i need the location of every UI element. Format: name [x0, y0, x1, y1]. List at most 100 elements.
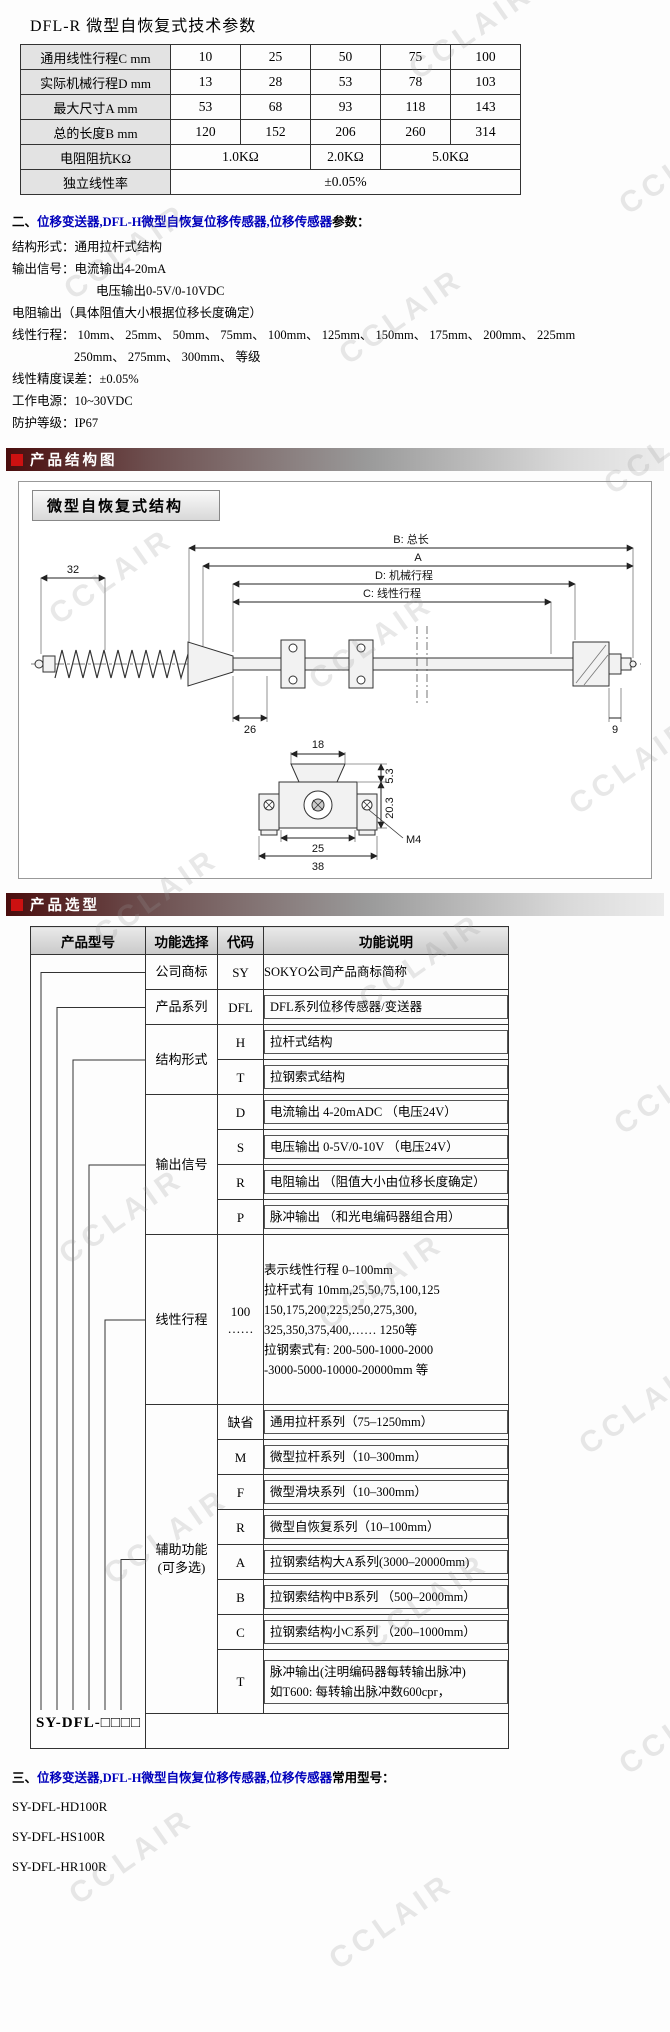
spec-value-cell: 75: [380, 44, 451, 70]
description-cell: DFL系列位移传感器/变送器: [263, 989, 509, 1025]
spec-value-cell: ±0.05%: [170, 169, 521, 195]
section3-heading: 三、位移变送器,DFL-H微型自恢复位移传感器,位移传感器常用型号：: [12, 1767, 670, 1786]
code-cell: T: [217, 1649, 264, 1714]
dim-linear-stroke-label: C: 线性行程: [363, 586, 421, 600]
section3-suffix: 常用型号：: [332, 1771, 395, 1785]
spec-text-line: 输出信号：电流输出4-20mA: [12, 262, 167, 276]
spec-text-line: 工作电源：10~30VDC: [12, 394, 133, 408]
description-cell: 拉钢索结构小C系列 （200–1000mm）: [263, 1614, 509, 1650]
description-cell: 电流输出 4-20mADC （电压24V）: [263, 1094, 509, 1130]
function-cell: 输出信号: [145, 1094, 218, 1235]
dim-32-label: 32: [67, 564, 79, 576]
page-title: DFL-R 微型自恢复式技术参数: [30, 18, 257, 35]
left-mount-bracket: [258, 793, 280, 831]
spec-value-cell: 53: [310, 69, 381, 95]
spec-value-cell: 28: [240, 69, 311, 95]
model-number: SY-DFL-HD100R: [12, 1799, 108, 1814]
structure-section-banner: 产品结构图: [6, 448, 664, 471]
spec-row-label: 独立线性率: [20, 169, 171, 195]
spec-value-cell: 25: [240, 44, 311, 70]
description-cell: 通用拉杆系列（75–1250mm）: [263, 1404, 509, 1440]
description-cell: 脉冲输出 （和光电编码器组合用）: [263, 1199, 509, 1235]
spec-value-cell: 314: [450, 119, 521, 145]
dim-a-label: A: [414, 552, 422, 564]
function-cell: 结构形式: [145, 1024, 218, 1095]
spec-row-label: 总的长度B mm: [20, 119, 171, 145]
description-cell: 电阻输出 （阻值大小由位移长度确定）: [263, 1164, 509, 1200]
dim-total-length-label: B: 总长: [393, 532, 428, 546]
section2-lines: 结构形式：通用拉杆式结构输出信号：电流输出4-20mA 电压输出0-5V/0-10…: [12, 236, 670, 434]
selection-table-header-row: 产品型号 功能选择 代码 功能说明: [30, 926, 509, 955]
spec-row-label: 最大尺寸A mm: [20, 94, 171, 120]
code-cell: S: [217, 1129, 264, 1165]
description-cell: SOKYO公司产品商标简称: [263, 954, 509, 990]
spec-value-cell: 260: [380, 119, 451, 145]
function-cell: 辅助功能(可多选): [145, 1404, 218, 1714]
model-code-label: SY-DFL-□□□□: [36, 1715, 142, 1731]
header-model: 产品型号: [30, 926, 146, 955]
spec-value-cell: 53: [170, 94, 241, 120]
diagram-title: 微型自恢复式结构: [32, 490, 221, 521]
spacer-cell: [145, 1713, 509, 1749]
selection-row: 辅助功能(可多选)缺省通用拉杆系列（75–1250mm）: [31, 1404, 509, 1714]
code-cell: F: [217, 1474, 264, 1510]
dim-38-label: 38: [312, 861, 324, 873]
dim-mech-stroke-label: D: 机械行程: [375, 568, 433, 582]
rod-tip: [34, 659, 44, 669]
description-cell: 微型自恢复系列（10–100mm）: [263, 1509, 509, 1545]
spec-row-label: 通用线性行程C mm: [20, 44, 171, 70]
section2-title-blue: 位移变送器,DFL-H微型自恢复位移传感器,位移传感器: [37, 215, 333, 229]
dim-26-label: 26: [244, 724, 256, 736]
spec-row-label: 实际机械行程D mm: [20, 69, 171, 95]
banner-red-square-icon: [11, 898, 23, 911]
dim-5-3-label: 5.3: [384, 768, 396, 783]
spec-text-line: 结构形式：通用拉杆式结构: [12, 240, 163, 254]
right-mount-bracket: [356, 793, 378, 831]
code-cell: DFL: [217, 989, 264, 1025]
code-cell: 100……: [217, 1234, 264, 1405]
spec-value-cell: 50: [310, 44, 381, 70]
structure-banner-label: 产品结构图: [30, 453, 118, 469]
spec-value-cell: 1.0KΩ: [170, 144, 311, 170]
spec-text-line: 电压输出0-5V/0-10VDC: [96, 284, 225, 298]
selection-table-spacer: [31, 1713, 509, 1749]
spec-value-cell: 13: [170, 69, 241, 95]
code-cell: M: [217, 1439, 264, 1475]
spec-value-cell: 93: [310, 94, 381, 120]
code-cell: C: [217, 1614, 264, 1650]
code-cell: D: [217, 1094, 264, 1130]
code-cell: H: [217, 1024, 264, 1060]
spec-text-line: 防护等级：IP67: [12, 416, 99, 430]
code-cell: A: [217, 1544, 264, 1580]
model-tree-lines: [40, 972, 145, 1710]
section3: 三、位移变送器,DFL-H微型自恢复位移传感器,位移传感器常用型号： SY-DF…: [12, 1767, 670, 1882]
dim-m4-label: M4: [406, 834, 421, 846]
cone-bellows: [187, 641, 234, 687]
description-cell: 微型滑块系列（10–300mm）: [263, 1474, 509, 1510]
connector-shell: [290, 763, 346, 783]
spec-value-cell: 10: [170, 44, 241, 70]
section3-title-blue: 位移变送器,DFL-H微型自恢复位移传感器,位移传感器: [37, 1771, 333, 1785]
spec-value-cell: 100: [450, 44, 521, 70]
spec-value-cell: 103: [450, 69, 521, 95]
function-cell: 公司商标: [145, 954, 218, 990]
structure-diagram-box: 微型自恢复式结构 B: 总长 A D: 机械行程 C: 线性: [18, 481, 652, 879]
header-description: 功能说明: [263, 926, 509, 955]
spec-text-line: 线性行程： 10mm、 25mm、 50mm、 75mm、 100mm、 125…: [12, 328, 576, 342]
spec-text-line: 线性精度误差：±0.05%: [12, 372, 139, 386]
